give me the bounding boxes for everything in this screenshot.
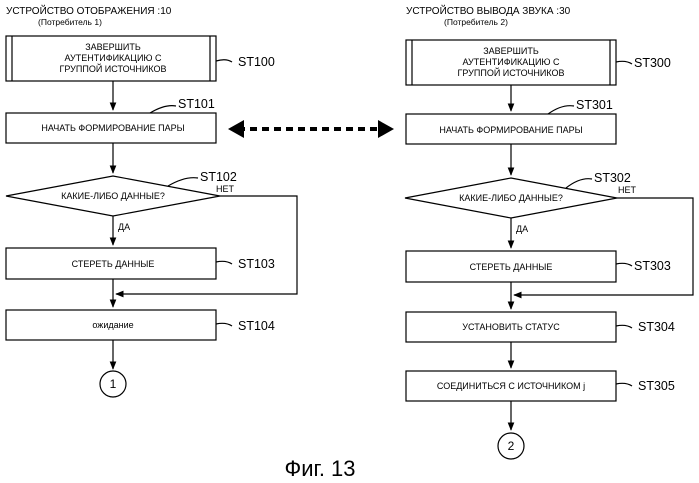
step-st100-text-2: АУТЕНТИФИКАЦИЮ С	[64, 53, 162, 63]
connector-1-label: 1	[110, 377, 117, 391]
left-subheader: (Потребитель 1)	[38, 17, 102, 27]
step-st100-label: ST100	[238, 55, 275, 69]
step-st300-text-1: ЗАВЕРШИТЬ	[483, 46, 539, 56]
step-st302-text: КАКИЕ-ЛИБО ДАННЫЕ?	[459, 193, 563, 203]
step-st303-text: СТЕРЕТЬ ДАННЫЕ	[470, 262, 553, 272]
right-header: УСТРОЙСТВО ВЫВОДА ЗВУКА :30	[406, 4, 571, 17]
step-st302-yes-label: ДА	[516, 224, 528, 234]
step-st103-text: СТЕРЕТЬ ДАННЫЕ	[72, 259, 155, 269]
connector-2-label: 2	[508, 439, 515, 453]
step-st300-label: ST300	[634, 56, 671, 70]
step-st102-text: КАКИЕ-ЛИБО ДАННЫЕ?	[61, 191, 165, 201]
step-st301-text: НАЧАТЬ ФОРМИРОВАНИЕ ПАРЫ	[439, 125, 582, 135]
step-st102-yes-label: ДА	[118, 222, 130, 232]
step-st302-label: ST302	[594, 171, 631, 185]
step-st103-label: ST103	[238, 257, 275, 271]
step-st102-no-label: НЕТ	[216, 184, 235, 194]
left-column: УСТРОЙСТВО ОТОБРАЖЕНИЯ :10 (Потребитель …	[6, 4, 297, 397]
step-st305-label: ST305	[638, 379, 675, 393]
pairing-arrow-left-head	[228, 120, 244, 138]
step-st304-text: УСТАНОВИТЬ СТАТУС	[462, 322, 560, 332]
step-st304-label: ST304	[638, 320, 675, 334]
step-st101-label: ST101	[178, 97, 215, 111]
right-subheader: (Потребитель 2)	[444, 17, 508, 27]
right-column: УСТРОЙСТВО ВЫВОДА ЗВУКА :30 (Потребитель…	[405, 4, 693, 459]
step-st300-text-2: АУТЕНТИФИКАЦИЮ С	[462, 57, 560, 67]
step-st104-label: ST104	[238, 319, 275, 333]
step-st305-text: СОЕДИНИТЬСЯ С ИСТОЧНИКОМ j	[437, 381, 585, 391]
step-st301-label: ST301	[576, 98, 613, 112]
figure-caption: Фиг. 13	[284, 456, 355, 481]
pairing-arrow-right-head	[378, 120, 394, 138]
step-st302-no-label: НЕТ	[618, 185, 637, 195]
step-st104-text: ожидание	[92, 320, 133, 330]
step-st101-text: НАЧАТЬ ФОРМИРОВАНИЕ ПАРЫ	[41, 123, 184, 133]
step-st100-text-1: ЗАВЕРШИТЬ	[85, 42, 141, 52]
step-st100-text-3: ГРУППОЙ ИСТОЧНИКОВ	[60, 63, 167, 74]
step-st300-text-3: ГРУППОЙ ИСТОЧНИКОВ	[458, 67, 565, 78]
left-header: УСТРОЙСТВО ОТОБРАЖЕНИЯ :10	[6, 4, 172, 17]
step-st102-label: ST102	[200, 170, 237, 184]
step-st303-label: ST303	[634, 259, 671, 273]
